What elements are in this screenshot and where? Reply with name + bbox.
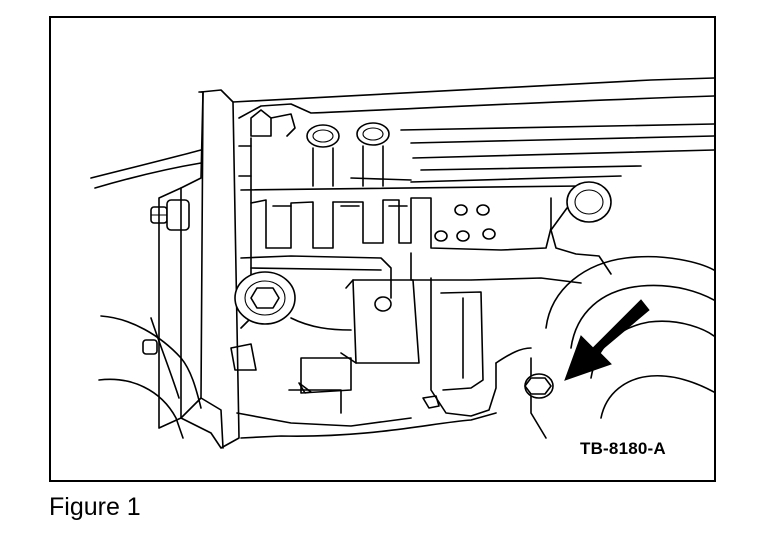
left-bolt <box>142 199 190 355</box>
transmission-line-drawing <box>90 77 714 449</box>
callout-arrow <box>564 299 650 381</box>
bell-housing <box>90 149 202 439</box>
illustration-frame: TB-8180-A <box>49 16 716 482</box>
mounting-flange <box>158 89 240 449</box>
figure-caption: Figure 1 <box>49 493 141 521</box>
reference-code: TB-8180-A <box>580 439 666 458</box>
bolt <box>524 373 554 399</box>
transmission-case <box>230 77 714 439</box>
